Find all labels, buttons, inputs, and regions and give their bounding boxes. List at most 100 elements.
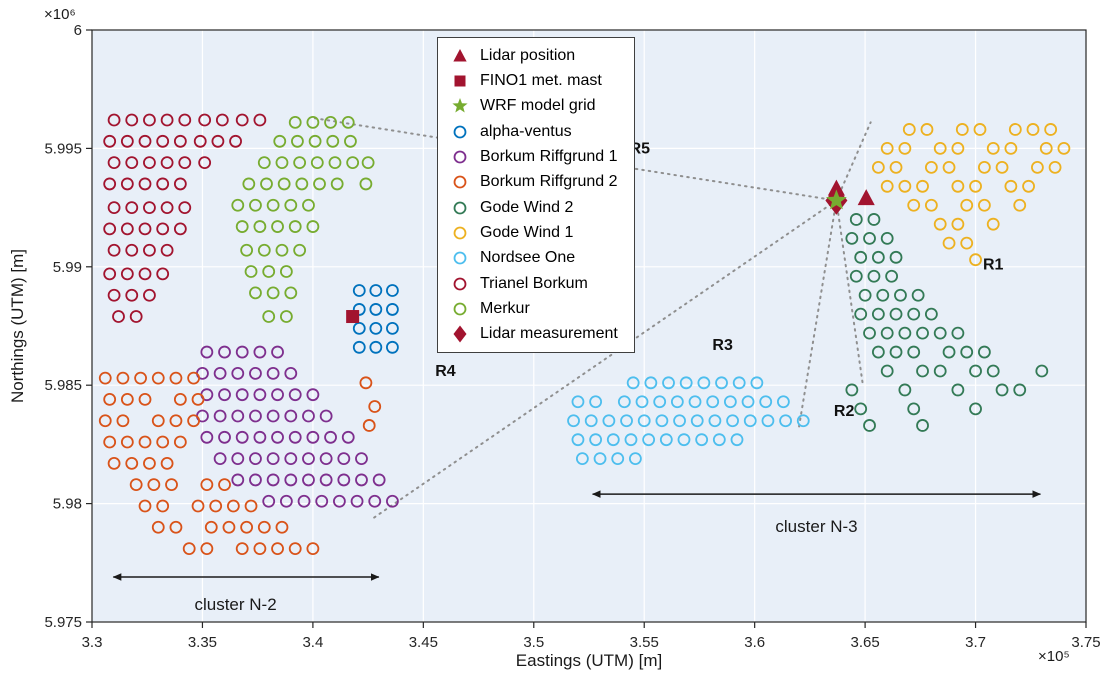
- borkum-riffgrund-2-marker: [226, 499, 240, 513]
- gode-wind-1-marker: [924, 198, 938, 212]
- borkum-riffgrund-1-marker: [213, 452, 227, 466]
- borkum-riffgrund-1-marker: [284, 452, 298, 466]
- merkur-marker: [359, 177, 373, 191]
- borkum-riffgrund-1-marker: [249, 452, 262, 466]
- borkum-riffgrund-2-marker: [134, 371, 147, 385]
- borkum-riffgrund-1-marker: [253, 430, 267, 444]
- square-icon: [454, 75, 466, 87]
- borkum-riffgrund-2-marker: [187, 371, 201, 385]
- gode-wind-2-marker: [924, 307, 938, 321]
- alpha-ventus-marker: [386, 303, 399, 316]
- x-tick-label: 3.55: [630, 634, 659, 651]
- borkum-riffgrund-2-legend-marker: [453, 175, 467, 189]
- alpha-ventus-marker: [352, 321, 366, 335]
- borkum-riffgrund-2-marker: [129, 478, 143, 492]
- legend-item-label: FINO1 met. mast: [480, 71, 602, 89]
- borkum-riffgrund-2-marker: [191, 393, 205, 406]
- gode-wind-2-marker: [951, 383, 965, 397]
- x-tick-label: 3.4: [302, 634, 323, 651]
- gode-wind-2-marker: [858, 288, 872, 302]
- circle-icon: [453, 277, 467, 291]
- trianel-borkum-marker: [138, 267, 152, 281]
- gode-wind-1-marker: [995, 160, 1009, 174]
- gode-wind-1-marker: [924, 160, 938, 174]
- nordsee-one-marker: [620, 414, 633, 428]
- trianel-borkum-marker: [125, 288, 139, 302]
- borkum-riffgrund-2-marker: [151, 414, 165, 428]
- borkum-riffgrund-1-marker: [386, 494, 399, 508]
- gode-wind-2-marker: [916, 364, 929, 378]
- merkur-legend-marker: [453, 302, 467, 316]
- trianel-borkum-marker: [173, 134, 187, 148]
- merkur-marker: [308, 134, 322, 148]
- borkum-riffgrund-1-marker: [249, 366, 262, 380]
- x-axis-label: Eastings (UTM) [m]: [515, 651, 663, 670]
- gode-wind-1-marker: [942, 236, 956, 250]
- alpha-ventus-marker: [369, 340, 383, 354]
- nordsee-one-marker: [743, 414, 757, 428]
- gode-wind-1-marker: [880, 141, 894, 155]
- x-tick-label: 3.35: [188, 634, 217, 651]
- nordsee-one-marker: [635, 395, 649, 409]
- borkum-riffgrund-2-marker: [209, 499, 223, 513]
- trianel-borkum-marker: [103, 134, 117, 148]
- trianel-borkum-marker: [129, 310, 143, 323]
- nordsee-one-marker: [637, 414, 651, 428]
- nordsee-one-marker: [575, 452, 589, 466]
- nordsee-one-marker: [644, 376, 658, 390]
- y-tick-label: 5.985: [44, 377, 82, 394]
- borkum-riffgrund-2-marker: [120, 435, 134, 449]
- gode-wind-1-marker: [1013, 198, 1027, 212]
- borkum-riffgrund-1-marker: [249, 473, 262, 487]
- trianel-borkum-marker: [178, 113, 192, 127]
- trianel-borkum-marker: [112, 310, 125, 323]
- sector-label-r2: R2: [834, 403, 855, 420]
- legend-item-label: Gode Wind 2: [480, 198, 574, 216]
- trianel-borkum-marker: [156, 267, 170, 281]
- borkum-riffgrund-1-marker: [355, 473, 368, 487]
- nordsee-one-marker: [642, 433, 656, 447]
- merkur-marker: [346, 156, 360, 170]
- series-gode-wind-1: [871, 123, 1071, 267]
- gode-wind-1-marker: [973, 123, 987, 136]
- borkum-riffgrund-2-marker: [368, 400, 382, 413]
- gode-wind-1-marker: [977, 160, 991, 174]
- gode-wind-2-marker: [889, 345, 903, 359]
- trianel-borkum-marker: [103, 267, 117, 281]
- gode-wind-1-marker: [1026, 123, 1040, 136]
- legend-item-trianel-borkum: Trianel Borkum: [438, 274, 634, 294]
- series-lidar-position: [827, 179, 875, 206]
- gode-wind-1-marker: [933, 217, 947, 231]
- gode-wind-1-marker: [986, 217, 1000, 231]
- gode-wind-2-marker: [1035, 364, 1049, 378]
- gode-wind-1-marker: [902, 123, 916, 136]
- legend-item-label: Merkur: [480, 299, 530, 317]
- merkur-marker: [284, 198, 298, 212]
- alpha-ventus-marker: [386, 321, 399, 335]
- gode-wind-2-marker: [863, 419, 876, 432]
- gode-wind-2-marker: [907, 307, 921, 321]
- gode-wind-2-marker: [854, 402, 868, 416]
- merkur-marker: [275, 156, 289, 170]
- gode-wind-1-marker: [942, 160, 956, 174]
- borkum-riffgrund-1-marker: [284, 409, 298, 423]
- nordsee-one-marker: [715, 376, 728, 390]
- merkur-marker: [266, 198, 280, 212]
- nordsee-one-marker: [732, 376, 746, 390]
- borkum-riffgrund-1-marker: [253, 345, 267, 359]
- y-tick-label: 6: [74, 22, 82, 39]
- merkur-marker: [324, 115, 337, 129]
- legend-item-label: Borkum Riffgrund 2: [480, 173, 618, 191]
- borkum-riffgrund-2-marker: [200, 478, 214, 492]
- merkur-marker: [330, 177, 344, 191]
- legend-item-fino1-met-mast: FINO1 met. mast: [438, 71, 634, 91]
- merkur-marker: [284, 286, 298, 300]
- series-gode-wind-2: [845, 213, 1049, 432]
- borkum-riffgrund-2-marker: [143, 456, 156, 470]
- borkum-riffgrund-2-marker: [98, 371, 112, 385]
- borkum-riffgrund-1-marker: [271, 430, 284, 444]
- nordsee-one-marker: [628, 452, 642, 466]
- nordsee-one-marker: [690, 414, 704, 428]
- fino1-met-mast-legend-marker: [454, 75, 466, 87]
